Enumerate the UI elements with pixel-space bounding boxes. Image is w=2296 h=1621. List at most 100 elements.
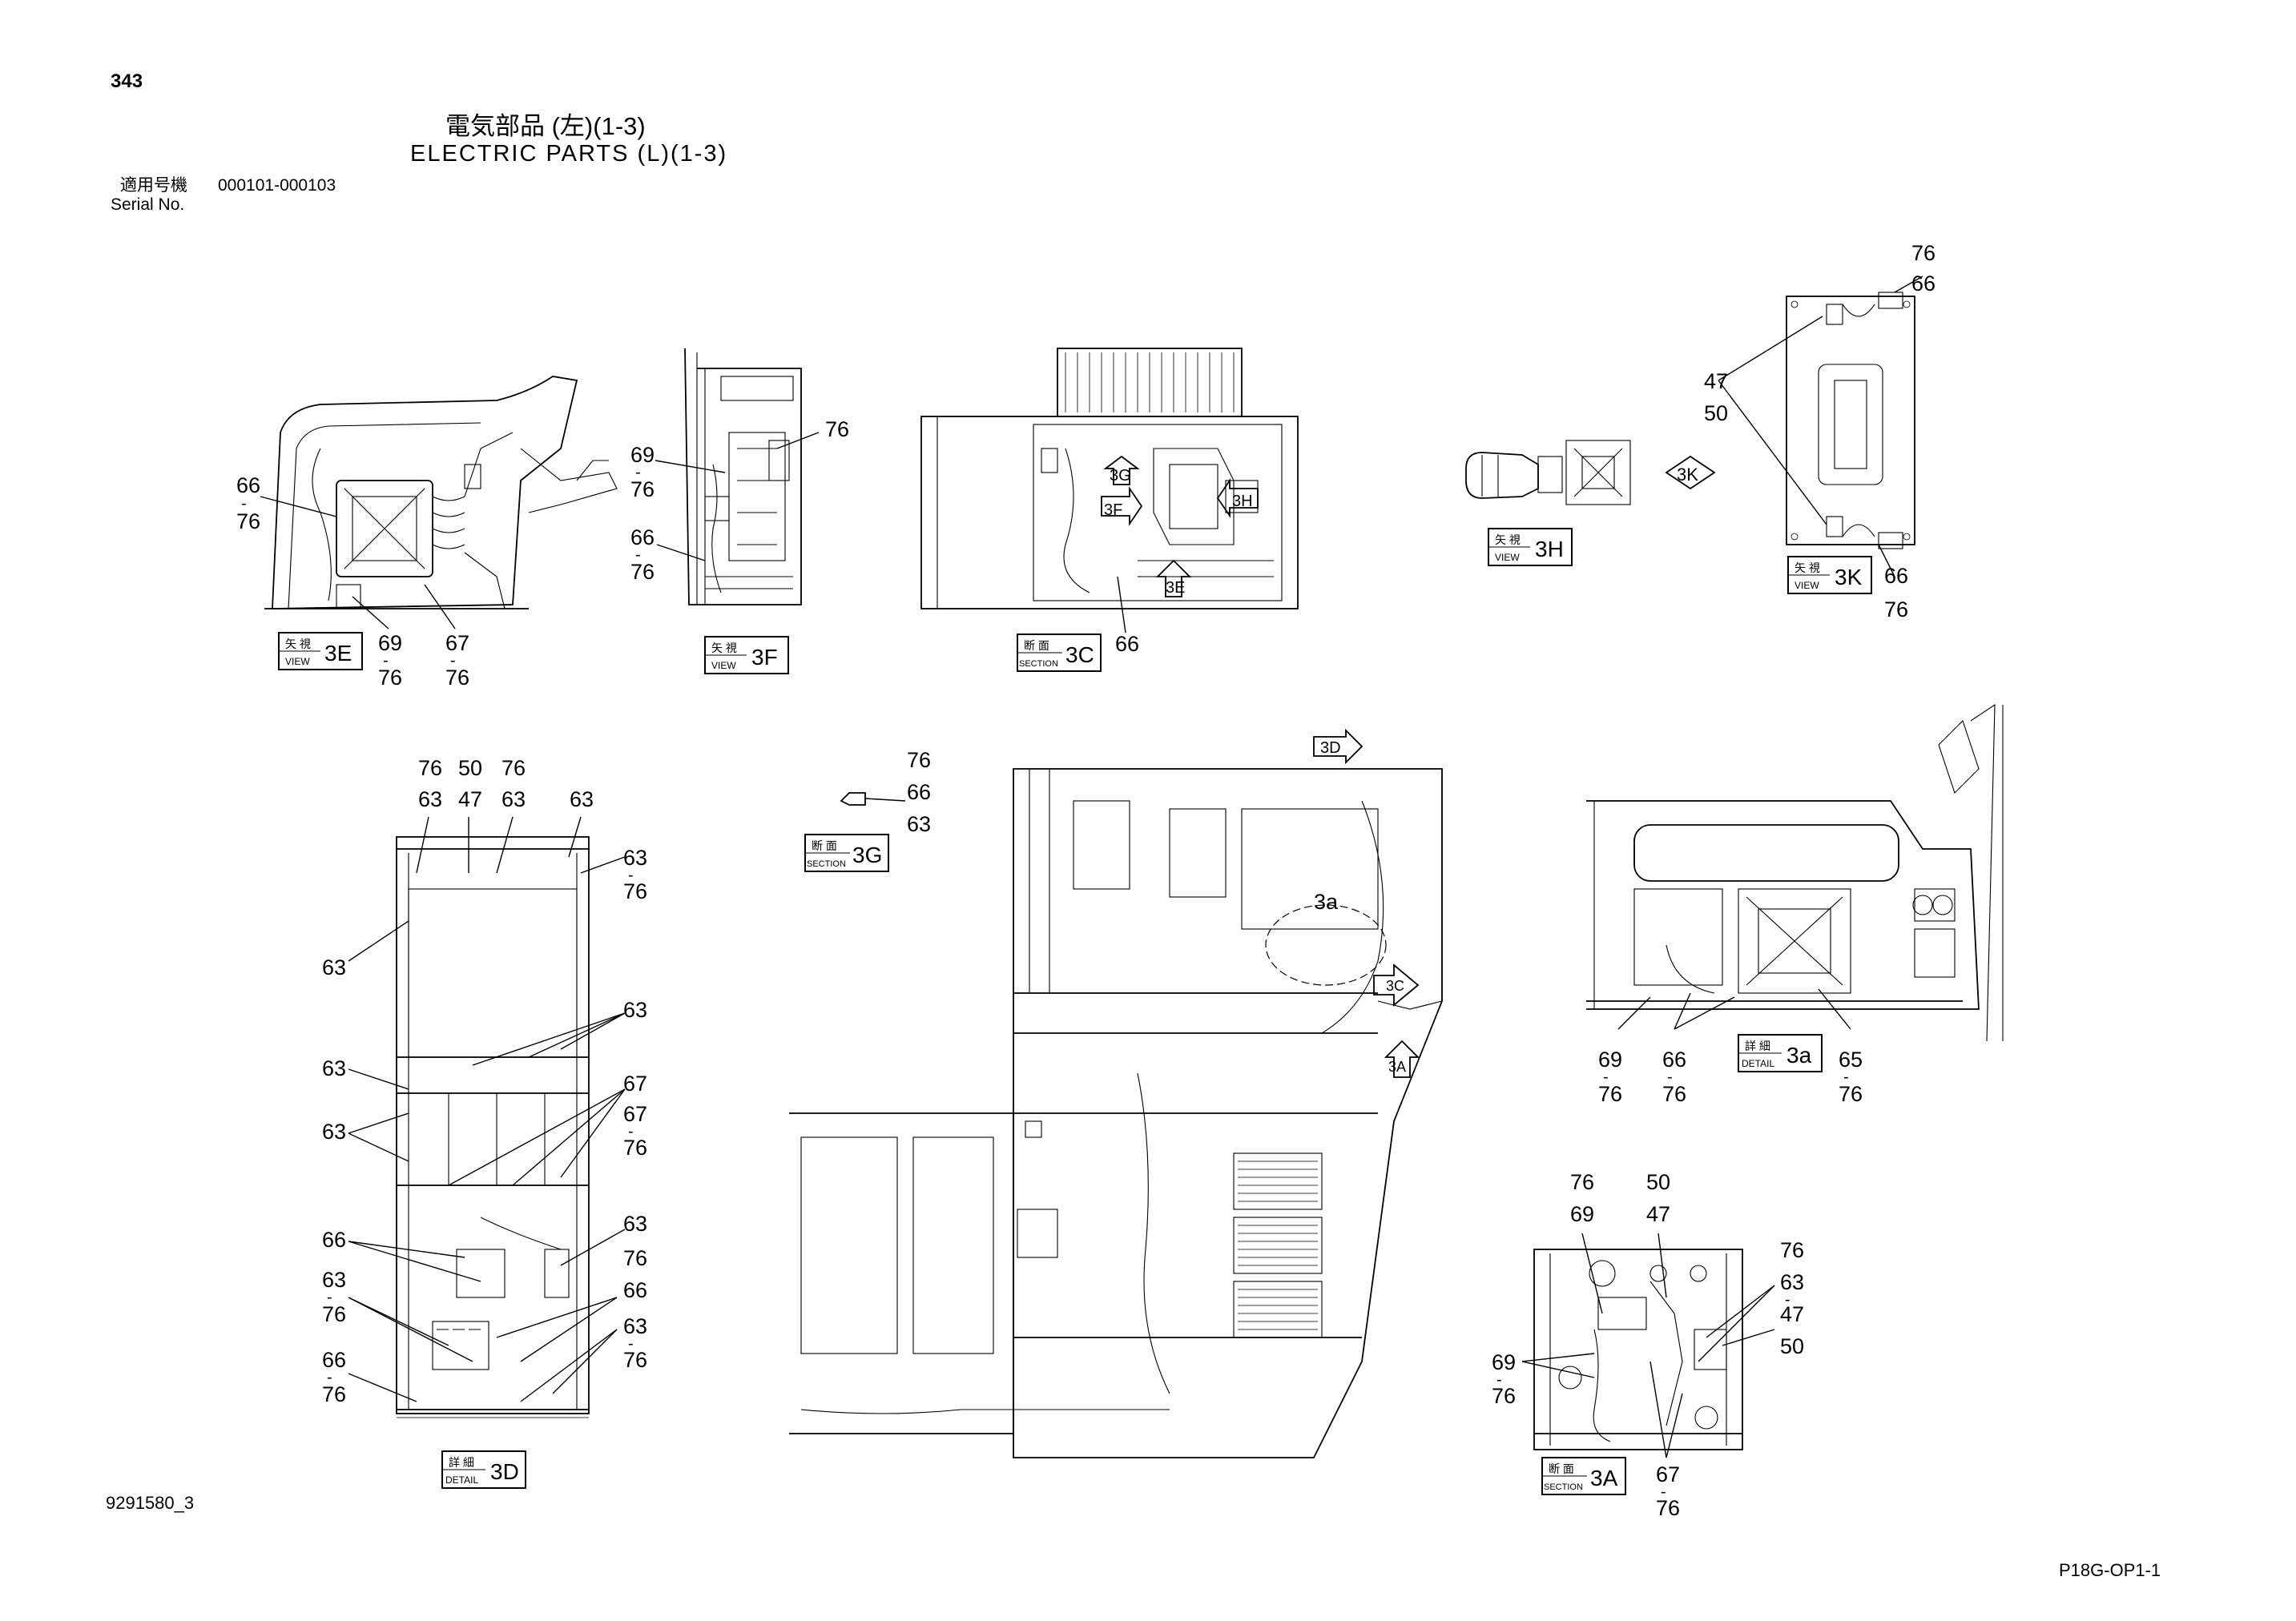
part-label: 47 [1704, 369, 1728, 393]
view-arrow-3e: 3E [1155, 559, 1192, 597]
part-label: 63 [1780, 1270, 1804, 1294]
section-3g-drawing [840, 792, 866, 806]
part-label: 76 [907, 748, 931, 772]
detail-3a-drawing [1586, 703, 2004, 1042]
part-label: 63 [623, 998, 647, 1022]
main-machine-view [789, 768, 1443, 1458]
svg-text:-: - [450, 652, 456, 670]
svg-text:3F: 3F [1104, 501, 1122, 519]
detail-box-3a: 詳 細 DETAIL 3a [1738, 1034, 1823, 1072]
svg-text:-: - [1661, 1483, 1666, 1501]
part-label: 76 [623, 1136, 647, 1160]
section-3a-drawing [1533, 1249, 1743, 1450]
leader-lines [260, 276, 1923, 1458]
svg-text:3C: 3C [1386, 978, 1404, 994]
part-label: 76 [825, 417, 849, 441]
svg-text:3G: 3G [852, 843, 882, 867]
part-label: 69 [1570, 1202, 1594, 1226]
svg-text:-: - [327, 1289, 332, 1306]
part-label: 76 [501, 756, 526, 780]
svg-text:SECTION: SECTION [1544, 1482, 1583, 1492]
svg-text:断 面: 断 面 [1549, 1462, 1574, 1475]
area-callout-circle [1265, 904, 1387, 986]
view-label-boxes: 矢 視 VIEW 3E 矢 視 VIEW 3F 断 面 SECTION 3C 矢… [278, 528, 1872, 1495]
svg-text:3H: 3H [1535, 537, 1564, 561]
page-number: 343 [111, 70, 143, 92]
view-box-3e: 矢 視 VIEW 3E [278, 632, 363, 670]
part-label: 50 [1646, 1170, 1670, 1194]
part-label: 69 [630, 443, 655, 467]
view-arrow-3k: 3K [1665, 455, 1716, 490]
part-label: 66 [1662, 1048, 1686, 1072]
svg-text:3E: 3E [324, 641, 352, 666]
part-labels: 66 - 76 69 - 76 67 - 76 69 - 76 76 66 - … [236, 241, 1935, 1520]
part-label: 50 [1780, 1334, 1804, 1358]
svg-text:矢 視: 矢 視 [1795, 561, 1820, 574]
part-label: 66 [236, 473, 260, 497]
serial-label-japanese: 適用号機 [120, 176, 187, 195]
svg-text:-: - [383, 652, 389, 670]
serial-range: 000101-000103 [218, 176, 336, 195]
serial-label-english: Serial No. [111, 195, 185, 214]
part-label: 69 [1492, 1350, 1516, 1374]
view-box-3k: 矢 視 VIEW 3K [1787, 556, 1872, 594]
part-label: 47 [1780, 1302, 1804, 1326]
view-arrow-3a: 3A [1384, 1040, 1420, 1078]
part-label: 76 [378, 666, 402, 690]
part-label: 63 [570, 787, 594, 811]
part-label: 66 [322, 1348, 346, 1372]
svg-text:3D: 3D [490, 1459, 519, 1484]
svg-text:DETAIL: DETAIL [445, 1474, 478, 1486]
svg-text:3C: 3C [1065, 642, 1094, 667]
part-label: 76 [322, 1382, 346, 1406]
part-label: 76 [322, 1302, 346, 1326]
svg-text:SECTION: SECTION [1019, 659, 1058, 669]
part-label: 66 [1115, 632, 1139, 656]
svg-text:-: - [628, 1123, 634, 1140]
part-label: 50 [458, 756, 482, 780]
part-label: 76 [1598, 1082, 1622, 1106]
svg-text:3E: 3E [1166, 579, 1185, 597]
svg-text:3D: 3D [1320, 739, 1341, 757]
svg-text:-: - [1843, 1068, 1849, 1086]
svg-text:-: - [1667, 1068, 1673, 1086]
part-label: 65 [1839, 1048, 1863, 1072]
part-label: 76 [445, 666, 469, 690]
part-label: 63 [907, 812, 931, 836]
svg-text:3K: 3K [1835, 565, 1863, 589]
view-box-3f: 矢 視 VIEW 3F [704, 636, 789, 674]
detail-3d-drawing [396, 836, 590, 1418]
svg-text:3H: 3H [1232, 493, 1253, 510]
svg-text:VIEW: VIEW [711, 660, 736, 671]
part-label: 66 [1911, 272, 1935, 296]
svg-text:VIEW: VIEW [1495, 552, 1520, 563]
part-label: 76 [623, 879, 647, 903]
part-label: 66 [623, 1278, 647, 1302]
part-label: 76 [1570, 1170, 1594, 1194]
part-label: 63 [322, 1056, 346, 1080]
part-label: 66 [907, 780, 931, 804]
svg-text:-: - [1785, 1291, 1790, 1309]
svg-text:3F: 3F [751, 645, 778, 670]
part-label: 76 [1911, 241, 1935, 265]
part-label: 67 [623, 1102, 647, 1126]
svg-text:3K: 3K [1677, 465, 1698, 485]
svg-text:-: - [628, 867, 634, 884]
view-3h-drawing [1465, 440, 1631, 505]
part-label: 47 [458, 787, 482, 811]
part-label: 76 [630, 477, 655, 501]
part-label: 67 [623, 1072, 647, 1096]
svg-text:3A: 3A [1388, 1059, 1406, 1075]
part-label: 67 [1656, 1462, 1680, 1486]
svg-text:矢 視: 矢 視 [1495, 533, 1521, 546]
view-box-3h: 矢 視 VIEW 3H [1488, 528, 1573, 566]
document-number: 9291580_3 [106, 1493, 195, 1513]
svg-text:-: - [635, 464, 641, 481]
view-arrow-3g: 3G [1103, 455, 1140, 485]
part-label: 50 [1704, 401, 1728, 425]
part-label: 69 [1598, 1048, 1622, 1072]
part-label: 63 [322, 1120, 346, 1144]
part-label: 67 [445, 631, 469, 655]
area-callout-3a: 3a [1314, 890, 1339, 914]
